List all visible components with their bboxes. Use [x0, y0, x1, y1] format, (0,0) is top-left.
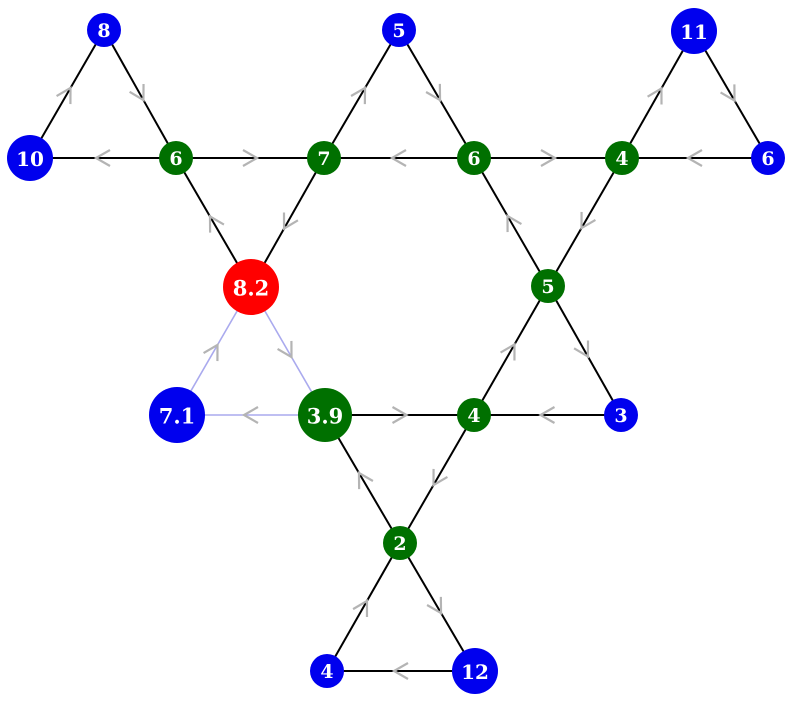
node-circle: [457, 398, 491, 432]
edges-layer: [29, 29, 769, 672]
edge-arrow-n10-n13: [277, 340, 293, 359]
node-n1: 8: [87, 13, 121, 47]
node-label: 8.2: [233, 276, 270, 301]
edge-arrow-n12-n10: [203, 343, 219, 362]
node-circle: [751, 141, 785, 175]
node-n16: 2: [383, 526, 417, 560]
node-circle: [383, 526, 417, 560]
node-label: 8: [97, 20, 110, 42]
node-label: 5: [541, 276, 554, 298]
node-n14: 4: [457, 398, 491, 432]
node-label: 4: [467, 405, 480, 427]
node-n8: 4: [605, 141, 639, 175]
edge-arrow-n5-n4: [93, 149, 111, 167]
edge-arrow-n2-n7: [425, 83, 442, 102]
edge-n11-n7: [473, 157, 549, 287]
node-label: 10: [16, 147, 44, 171]
edge-arrow-n8-n3: [647, 86, 663, 105]
node-label: 7.1: [159, 404, 196, 429]
edge-n14-n16: [399, 414, 475, 544]
edge-arrow-n11-n15: [573, 340, 590, 359]
node-circle: [159, 141, 193, 175]
node-label: 7: [317, 148, 330, 170]
edge-n1-n5: [103, 29, 177, 159]
node-label: 3.9: [307, 404, 344, 429]
node-label: 6: [169, 148, 182, 170]
edge-arrow-n14-n11: [500, 342, 516, 361]
node-n12: 7.1: [149, 387, 205, 443]
node-label: 11: [680, 20, 708, 44]
node-circle: [452, 648, 498, 694]
edge-n6-n2: [323, 29, 400, 159]
edge-arrow-n14-n16: [432, 468, 448, 487]
node-circle: [531, 269, 565, 303]
node-circle: [671, 8, 717, 54]
node-circle: [298, 388, 352, 442]
edge-arrow-n13-n12: [241, 406, 259, 424]
edge-arrow-n16-n13: [357, 471, 374, 490]
node-n7: 6: [457, 141, 491, 175]
edge-arrow-n6-n10: [282, 212, 299, 231]
edge-arrow-n5-n6: [242, 149, 260, 167]
node-circle: [149, 387, 205, 443]
edge-n4-n1: [29, 29, 105, 159]
node-circle: [457, 141, 491, 175]
node-n17: 4: [310, 654, 344, 688]
node-circle: [7, 135, 53, 181]
node-n18: 12: [452, 648, 498, 694]
node-label: 12: [461, 660, 489, 684]
edge-arrow-n11-n7: [506, 214, 522, 233]
edge-n3-n9: [693, 30, 769, 159]
node-n6: 7: [307, 141, 341, 175]
node-circle: [87, 13, 121, 47]
edge-arrow-n18-n17: [391, 662, 409, 680]
edge-n8-n3: [621, 30, 695, 159]
node-label: 5: [392, 20, 405, 42]
node-label: 4: [615, 148, 628, 170]
node-circle: [382, 13, 416, 47]
edge-arrow-n7-n6: [389, 149, 407, 167]
node-label: 3: [614, 405, 627, 427]
node-circle: [605, 141, 639, 175]
edge-n17-n16: [326, 542, 401, 672]
edge-arrow-n16-n18: [426, 596, 443, 615]
node-n5: 6: [159, 141, 193, 175]
node-circle: [223, 259, 279, 315]
edge-arrow-n8-n11: [580, 211, 596, 230]
edge-arrow-n15-n14: [538, 406, 556, 424]
node-n11: 5: [531, 269, 565, 303]
node-label: 2: [393, 533, 406, 555]
edge-n8-n11: [547, 157, 623, 287]
node-label: 6: [467, 148, 480, 170]
node-n2: 5: [382, 13, 416, 47]
node-label: 4: [320, 661, 333, 683]
node-n4: 10: [7, 135, 53, 181]
edge-arrow-n1-n5: [129, 83, 145, 103]
node-n9: 6: [751, 141, 785, 175]
edge-arrow-n6-n2: [350, 86, 367, 105]
edge-arrow-n4-n1: [56, 86, 72, 105]
edge-n14-n11: [473, 285, 549, 416]
edge-arrow-n7-n8: [540, 149, 558, 167]
edge-arrow-n3-n9: [720, 84, 736, 103]
edge-n2-n7: [398, 29, 475, 159]
edge-arrow-n17-n16: [352, 598, 369, 618]
edge-arrow-n13-n14: [391, 406, 409, 424]
node-n10: 8.2: [223, 259, 279, 315]
node-circle: [307, 141, 341, 175]
edge-arrow-n9-n8: [685, 149, 703, 167]
nodes-layer: 8 5 11 10 6 7 6 4 6 8.2 5 7.1 3.9 4 3 2 4 12: [7, 8, 785, 694]
node-circle: [310, 654, 344, 688]
arrows-layer: [56, 83, 736, 680]
edge-n11-n15: [547, 285, 622, 416]
node-circle: [604, 398, 638, 432]
edge-arrow-n10-n5: [208, 214, 225, 233]
node-n3: 11: [671, 8, 717, 54]
node-n13: 3.9: [298, 388, 352, 442]
node-label: 6: [761, 148, 774, 170]
edge-n16-n18: [399, 542, 476, 672]
node-n15: 3: [604, 398, 638, 432]
